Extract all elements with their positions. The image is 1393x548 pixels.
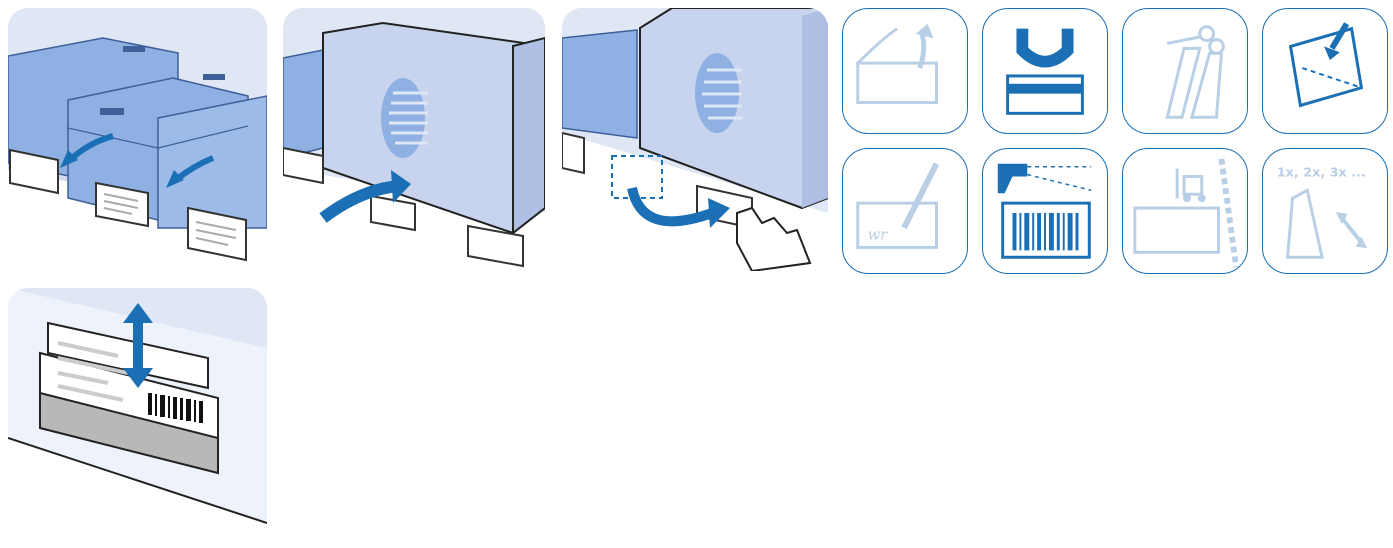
reusable-icon: 1x, 2x, 3x ... [1262, 148, 1388, 274]
box-illustration [283, 8, 545, 271]
hand-slide-illustration [562, 8, 828, 271]
magnet-icon [982, 8, 1108, 134]
scene-slide-label [562, 8, 828, 271]
crates-illustration [8, 8, 267, 271]
write-icon: wr [842, 148, 968, 274]
reusable-text: 1x, 2x, 3x ... [1277, 166, 1366, 181]
forklift-icon [1122, 148, 1248, 274]
write-text: wr [868, 227, 889, 244]
card-pocket-illustration [8, 288, 267, 546]
scene-box-label [283, 8, 545, 271]
peel-icon [842, 8, 968, 134]
insert-pocket-icon [1262, 8, 1388, 134]
crate [158, 96, 267, 228]
scene-crates-label [8, 8, 267, 271]
scissors-icon [1122, 8, 1248, 134]
barcode-scanner-icon [982, 148, 1108, 274]
box-hole [381, 78, 425, 158]
scene-insert-card [8, 288, 267, 546]
